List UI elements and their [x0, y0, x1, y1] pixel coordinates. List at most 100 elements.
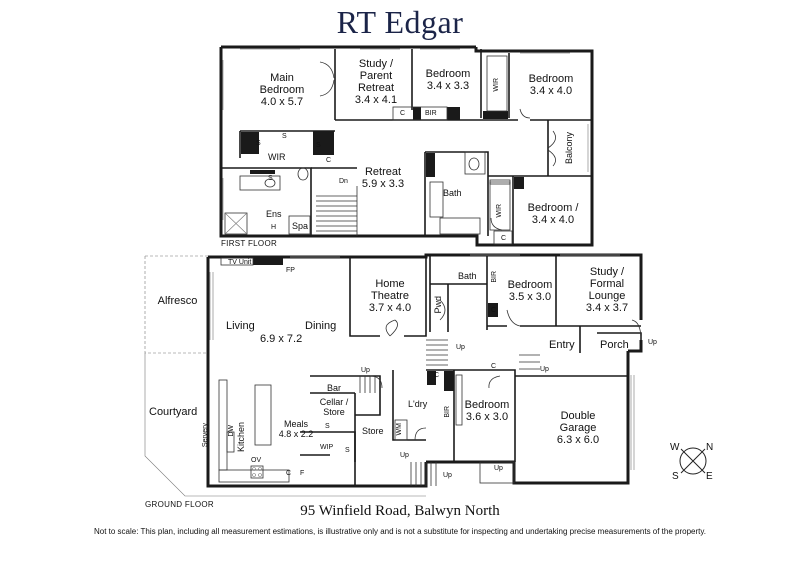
fp-label: FP — [286, 267, 295, 274]
room-porch: Porch — [600, 339, 629, 351]
room-bedroom-2: Bedroom 3.6 x 3.0 — [459, 399, 515, 423]
bir-label: BIR — [425, 110, 437, 117]
room-entry: Entry — [549, 339, 575, 351]
room-main-bedroom: Main Bedroom 4.0 x 5.7 — [242, 72, 322, 108]
s-label: S — [345, 447, 350, 454]
room-meals: Meals 4.8 x 2.2 — [272, 419, 320, 439]
room-size: 3.4 x 3.3 — [426, 80, 470, 92]
room-balcony: Balcony — [564, 131, 574, 165]
c-label: C — [434, 372, 440, 379]
room-bedroom-a: Bedroom 3.4 x 3.3 — [415, 68, 481, 92]
room-size: 3.6 x 3.0 — [465, 411, 509, 423]
room-size: 3.4 x 4.0 — [529, 85, 573, 97]
room-wip: WIP — [320, 444, 334, 451]
room-name: Home Theatre — [371, 278, 409, 302]
stair-up-label: Up — [361, 367, 370, 374]
room-double-garage: Double Garage 6.3 x 6.0 — [545, 410, 611, 446]
c-label: C — [400, 110, 406, 117]
room-bedroom-b: Bedroom 3.4 x 4.0 — [512, 73, 590, 97]
compass-s: S — [672, 471, 679, 482]
room-ldry: L'dry — [408, 399, 428, 409]
room-size: 4.8 x 2.2 — [278, 429, 314, 439]
stair-up-label: Up — [540, 366, 549, 373]
room-courtyard: Courtyard — [149, 406, 198, 418]
room-bedroom-1: Bedroom 3.5 x 3.0 — [497, 279, 563, 303]
room-size: 4.0 x 5.7 — [260, 96, 304, 108]
s-label: S — [325, 423, 330, 430]
c-label: C — [491, 307, 497, 314]
s-label: S — [256, 140, 261, 147]
stair-up-label: Up — [494, 465, 503, 472]
compass: W N S E — [668, 440, 718, 484]
room-wir-main: WIR — [268, 152, 286, 162]
dw-label: DW — [228, 425, 235, 437]
room-bath-ground: Bath — [458, 271, 477, 281]
tv-unit-label: TV Unit — [228, 259, 252, 266]
room-bedroom-c: Bedroom / 3.4 x 4.0 — [516, 202, 590, 226]
stair-up-label: Up — [400, 452, 409, 459]
room-home-theatre: Home Theatre 3.7 x 4.0 — [358, 278, 422, 314]
room-size: 5.9 x 3.3 — [361, 178, 405, 190]
s-label: S — [268, 175, 273, 182]
room-size: 3.4 x 4.1 — [354, 94, 398, 106]
room-name: Bedroom — [464, 399, 510, 411]
room-name: Bedroom — [528, 73, 574, 85]
first-floor-walls — [219, 45, 594, 247]
disclaimer-text: Not to scale: This plan, including all m… — [93, 527, 707, 536]
room-cellar-store: Cellar / Store — [319, 397, 349, 417]
room-size: 3.7 x 4.0 — [368, 302, 412, 314]
brand-logo: RT Edgar — [336, 4, 464, 40]
property-address: 95 Winfield Road, Balwyn North — [300, 503, 500, 519]
compass-n: N — [706, 442, 714, 453]
room-wir-c: WIR — [496, 204, 503, 218]
ground-floor-label: GROUND FLOOR — [145, 500, 214, 509]
f-label: F — [300, 470, 305, 477]
s-label: S — [316, 142, 321, 149]
room-size: 3.4 x 4.0 — [531, 214, 575, 226]
room-name: Study / Formal Lounge — [588, 266, 626, 302]
stair-up-label: Up — [456, 344, 465, 351]
room-wir-b: WIR — [493, 78, 500, 92]
compass-e: E — [706, 471, 713, 482]
ground-floor-walls — [144, 253, 643, 497]
c-label: C — [286, 470, 292, 477]
room-size: 3.4 x 3.7 — [585, 302, 629, 314]
room-bar: Bar — [327, 383, 342, 393]
stair-up-label: Up — [443, 472, 452, 479]
room-name: Bedroom — [425, 68, 471, 80]
c-label: C — [501, 235, 507, 242]
bir-label: BIR — [444, 406, 451, 418]
living-size: 6.9 x 7.2 — [260, 333, 303, 345]
bir-label: BIR — [491, 271, 498, 283]
room-study-formal-lounge: Study / Formal Lounge 3.4 x 3.7 — [574, 266, 640, 314]
first-floor-label: FIRST FLOOR — [221, 239, 278, 248]
room-name: Double Garage — [559, 410, 597, 434]
room-kitchen: Kitchen — [236, 422, 246, 453]
room-name: Study / Parent Retreat — [357, 58, 395, 94]
room-living: Living — [226, 320, 255, 332]
room-name: Meals — [283, 419, 308, 429]
stair-dn-label: Dn — [339, 178, 348, 185]
room-retreat: Retreat 5.9 x 3.3 — [348, 166, 418, 190]
room-ens: Ens — [266, 209, 282, 219]
room-study-parent-retreat: Study / Parent Retreat 3.4 x 4.1 — [340, 58, 412, 106]
room-store: Store — [362, 426, 384, 436]
room-name: Main Bedroom — [259, 72, 305, 96]
room-servery: Servery — [202, 423, 209, 448]
room-name: Retreat — [364, 166, 402, 178]
room-bath-first: Bath — [443, 188, 462, 198]
h-label: H — [271, 224, 277, 231]
room-size: 6.3 x 6.0 — [556, 434, 600, 446]
room-size: 3.5 x 3.0 — [508, 291, 552, 303]
s-label: S — [282, 133, 287, 140]
stair-up-label: Up — [648, 339, 657, 346]
room-dining: Dining — [305, 320, 337, 332]
compass-w: W — [670, 442, 680, 453]
room-alfresco: Alfresco — [157, 295, 198, 307]
c-label: C — [326, 157, 332, 164]
compass-icon — [679, 447, 707, 475]
room-pwd: Pwd — [433, 296, 443, 314]
wm-label: WM — [396, 423, 403, 436]
room-name: Bedroom / — [527, 202, 579, 214]
